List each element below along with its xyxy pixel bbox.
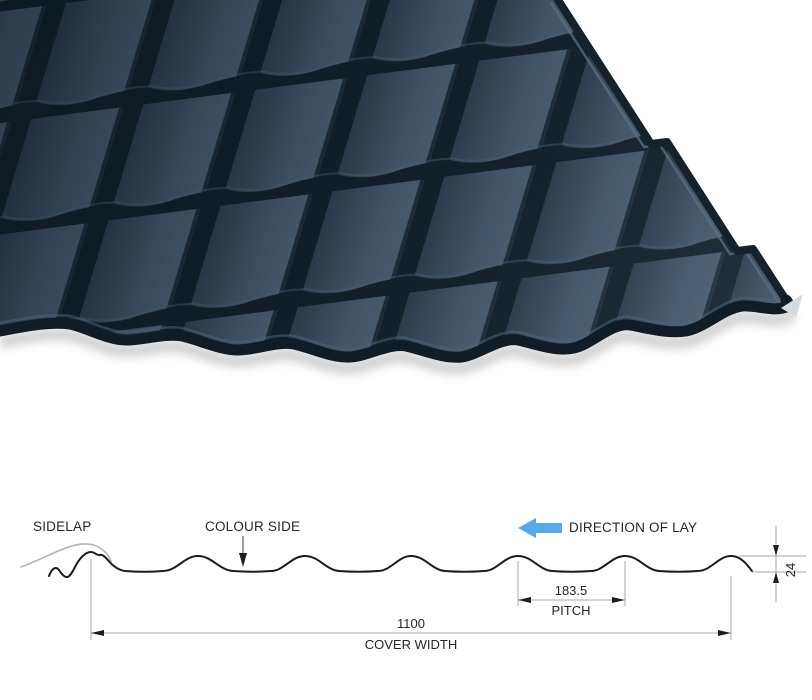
sidelap-label: SIDELAP <box>33 519 91 534</box>
profile-height-dimension: 24 <box>739 526 806 602</box>
verge-step-edge <box>554 0 790 304</box>
colour-side-label: COLOUR SIDE <box>205 519 300 534</box>
sheet-tip-glint <box>781 294 803 317</box>
tile-sheet-render <box>0 0 803 375</box>
profile-outline <box>48 551 753 579</box>
cover-width-value: 1100 <box>397 616 425 631</box>
tile-sheet-svg <box>0 0 803 375</box>
profile-diagram: SIDELAP COLOUR SIDE DIRECTION OF LAY <box>0 470 812 700</box>
direction-of-lay-label: DIRECTION OF LAY <box>569 520 697 535</box>
colour-side-pointer-arrow <box>239 536 247 567</box>
pitch-label: PITCH <box>552 603 591 618</box>
sheet-shadow <box>0 306 795 375</box>
eave-bottom-edge <box>0 294 794 363</box>
eave-highlight <box>0 291 789 351</box>
pitch-dimension: 183.5 PITCH <box>517 561 626 618</box>
pitch-value: 183.5 <box>555 583 588 598</box>
cover-width-dimension: 1100 COVER WIDTH <box>90 559 732 652</box>
verge-edge-highlight <box>549 2 781 304</box>
profile-height-value: 24 <box>783 563 798 577</box>
cover-width-label: COVER WIDTH <box>365 637 457 652</box>
profile-diagram-svg: SIDELAP COLOUR SIDE DIRECTION OF LAY <box>20 518 806 652</box>
arrow-left-icon <box>518 518 562 538</box>
sidelap-overlay-line <box>20 543 112 568</box>
